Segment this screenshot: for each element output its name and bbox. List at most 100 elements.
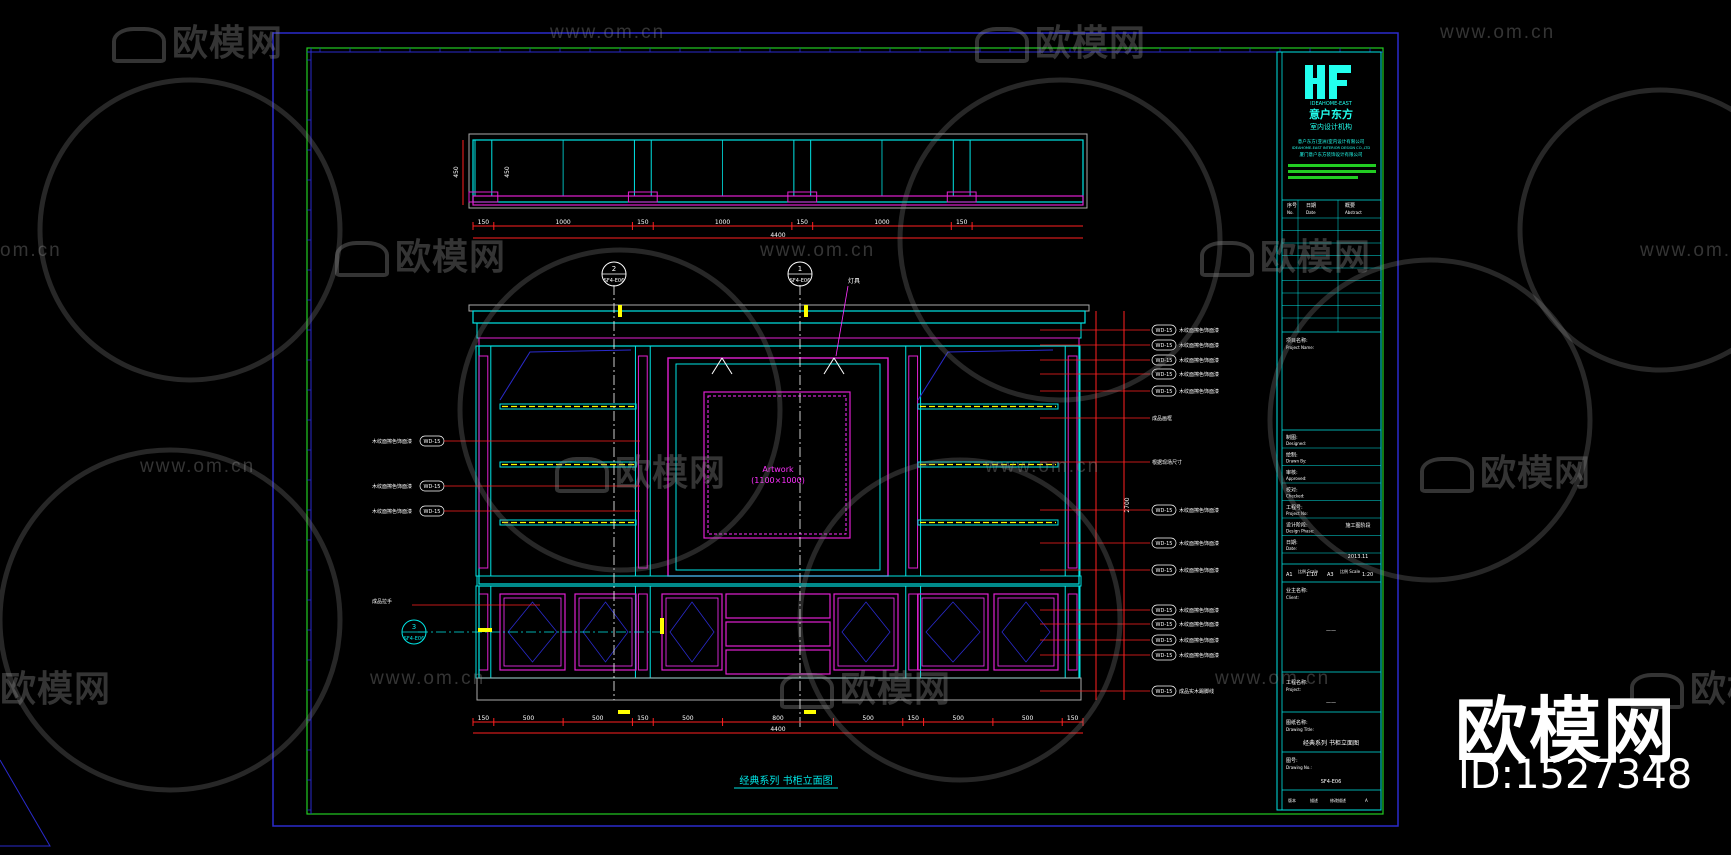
plan-dim: 150 xyxy=(478,219,490,226)
logo-bar-3 xyxy=(1288,176,1358,179)
rev-header-abstract: 概要 xyxy=(1345,202,1355,209)
elev-dim: 500 xyxy=(682,715,694,722)
logo-bar-1 xyxy=(1288,164,1376,167)
callout-code: WD-15 xyxy=(1156,358,1173,364)
overlay-brand: 欧模网 xyxy=(1455,689,1678,773)
title-block-border xyxy=(1276,51,1382,811)
tb-field-label: 审核: xyxy=(1286,469,1298,476)
tb-field-label: 校对: xyxy=(1286,487,1298,494)
plan-post-base xyxy=(468,191,499,203)
callout-code: WD-15 xyxy=(1156,608,1173,614)
vertical-total-dim: 2700 xyxy=(1124,497,1131,512)
field-project-name-en: Project Name: xyxy=(1286,345,1314,350)
base-pilaster-panel xyxy=(1067,593,1078,671)
tb-field-label: 制图: xyxy=(1286,434,1298,441)
left-callout-code: WD-15 xyxy=(424,439,441,445)
pilaster-panel xyxy=(637,355,648,569)
tb-field-label-en: Approved: xyxy=(1286,476,1307,481)
design-phase-value: 施工图阶段 xyxy=(1345,522,1370,529)
base-door-diamond xyxy=(507,601,558,663)
plan-dim: 150 xyxy=(956,219,968,226)
callout-code: WD-15 xyxy=(1156,508,1173,514)
callout-text: 木纹面擦色饰面漆 xyxy=(1179,621,1219,628)
elev-dim: 150 xyxy=(1067,715,1079,722)
plan-dim: 150 xyxy=(637,219,649,226)
drawer-1 xyxy=(725,593,831,619)
crown-moulding xyxy=(472,310,1086,324)
overlay-id: ID:1527348 xyxy=(1458,752,1693,798)
client-value: —— xyxy=(1326,628,1336,634)
callout-tag xyxy=(1151,564,1177,576)
left-callout-text: 木纹面擦色饰面漆 xyxy=(372,483,412,490)
callout-text: 木纹面擦色饰面漆 xyxy=(1179,637,1219,644)
scale-a1: A1 xyxy=(1286,572,1293,578)
hanging-wire-right2 xyxy=(833,357,845,375)
hanging-wire-left xyxy=(711,357,723,375)
shelf xyxy=(499,403,637,410)
base-door-panel xyxy=(578,597,633,667)
callout-text: 木纹面擦色饰面漆 xyxy=(1179,607,1219,614)
rev-header-date-en: Date xyxy=(1306,210,1316,215)
base-door-diamond xyxy=(1001,601,1051,663)
base-pilaster-panel xyxy=(908,593,919,671)
title-block: IDEAHOME-EAST 意户东方 室内设计机构 意户东方(亚洲)室内设计有限… xyxy=(1276,51,1382,811)
client-label-en: Client: xyxy=(1286,595,1299,600)
section-mark-2[interactable]: 2 SF4-E06 xyxy=(601,261,627,287)
crown-base xyxy=(478,337,1080,347)
left-callout-text: 成品拉手 xyxy=(372,598,392,605)
base-door xyxy=(661,593,723,671)
artwork-size: (1100×1000) xyxy=(751,476,805,485)
callout-code: WD-15 xyxy=(1156,622,1173,628)
drawer-3 xyxy=(725,649,831,675)
logo-sub: 室内设计机构 xyxy=(1310,122,1352,131)
base-door xyxy=(993,593,1059,671)
shelf xyxy=(917,461,1059,468)
tb-field-label: 日期: xyxy=(1286,540,1298,546)
plan-post-base xyxy=(787,191,818,203)
plan-post xyxy=(793,139,812,197)
section-mark-3[interactable]: 3 SF4-E06 xyxy=(401,619,427,645)
base-door-panel xyxy=(921,597,985,667)
left-callout-text: 木纹面擦色饰面漆 xyxy=(372,438,412,445)
top-note: 灯具 xyxy=(848,277,860,285)
rev-header-date: 日期 xyxy=(1306,203,1316,209)
callout-text: 木纹面擦色饰面漆 xyxy=(1179,567,1219,574)
plan-height-dim: 450 xyxy=(453,166,460,178)
tb-field-label: 绘制: xyxy=(1286,452,1298,459)
marker-yellow-6 xyxy=(804,710,816,714)
section-mark-2-num: 2 xyxy=(612,265,616,273)
plan-dim: 1000 xyxy=(874,219,889,226)
callout-code: WD-15 xyxy=(1156,389,1173,395)
tb-field-label-en: Date: xyxy=(1286,546,1297,551)
ruler-ticks xyxy=(307,48,1371,811)
plan-dim: 1000 xyxy=(715,219,730,226)
logo-cn: 意户东方 xyxy=(1309,107,1353,121)
base-door-panel xyxy=(997,597,1055,667)
logo-en: IDEAHOME-EAST xyxy=(1310,101,1353,107)
callout-tag xyxy=(1151,368,1177,380)
base-door xyxy=(833,593,899,671)
left-callout-code: WD-15 xyxy=(424,509,441,515)
pilaster xyxy=(634,345,651,577)
callout-text: 木纹面擦色饰面漆 xyxy=(1179,342,1219,349)
scale-a3: A3 xyxy=(1327,572,1334,578)
callout-tag xyxy=(1151,354,1177,366)
base-door-diamond xyxy=(841,601,891,663)
tb-field-label-en: Project No: xyxy=(1286,511,1308,516)
sheet-outer-border xyxy=(272,32,1399,827)
section-mark-3-num: 3 xyxy=(412,623,416,631)
marker-yellow-5 xyxy=(618,710,630,714)
project-label-en: Project: xyxy=(1286,687,1301,692)
section-mark-1[interactable]: 1 SF4-E06 xyxy=(787,261,813,287)
tb-field-label: 工程号: xyxy=(1286,504,1303,511)
company-line-1: 意户东方(亚洲)室内设计有限公司 xyxy=(1298,138,1365,145)
rev-header-no-en: No. xyxy=(1287,210,1294,215)
callout-tag xyxy=(1151,324,1177,336)
tb-field-label-en: Designed: xyxy=(1286,441,1306,446)
callout-text: 成品实木踢脚线 xyxy=(1179,688,1214,695)
rev-header-abstract-en: Abstract xyxy=(1345,210,1362,215)
